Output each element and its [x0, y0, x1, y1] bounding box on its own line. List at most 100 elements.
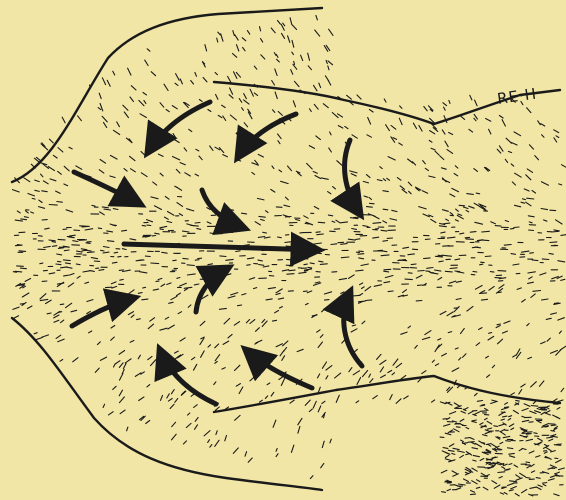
hair-stroke [561, 235, 566, 236]
hair-stroke [220, 256, 226, 257]
hair-stroke [287, 274, 294, 275]
hair-stroke [341, 244, 347, 245]
hair-stroke [358, 254, 364, 255]
hair-stroke [76, 264, 80, 265]
hair-stroke [58, 248, 64, 249]
hair-stroke [482, 231, 490, 232]
hair-stroke [137, 319, 141, 320]
hair-stroke [294, 61, 295, 64]
hair-stroke [550, 242, 557, 243]
hair-stroke [411, 264, 416, 265]
hair-stroke [482, 240, 489, 241]
hair-stroke [138, 293, 142, 294]
hair-stroke [310, 263, 314, 264]
hair-stroke [481, 443, 485, 444]
hair-stroke [195, 223, 200, 224]
hair-stroke [263, 232, 267, 233]
hair-stroke [552, 231, 559, 232]
hair-stroke [542, 259, 549, 260]
hair-stroke [273, 320, 277, 321]
hair-stroke [331, 244, 337, 245]
hair-stroke [305, 224, 309, 225]
hair-stroke [471, 494, 476, 495]
hair-stroke [424, 258, 431, 259]
hair-stroke [247, 265, 251, 266]
hair-stroke [86, 243, 90, 244]
hair-stroke [143, 287, 146, 288]
hair-stroke [317, 234, 324, 235]
hair-stroke [64, 250, 69, 251]
hair-stroke [443, 246, 450, 247]
hair-stroke [119, 270, 123, 271]
hair-stroke [304, 264, 307, 265]
hair-stroke [516, 400, 520, 401]
hair-stroke [38, 236, 42, 237]
hair-stroke [60, 304, 64, 305]
hair-stroke [289, 270, 295, 271]
hair-stroke [101, 250, 105, 251]
hair-stroke [442, 255, 447, 256]
hair-stroke [373, 230, 378, 231]
hair-stroke [328, 215, 332, 216]
hair-stroke [142, 225, 146, 226]
hair-stroke [470, 232, 476, 233]
hair-stroke [456, 427, 460, 428]
hair-stroke [510, 228, 514, 229]
hair-stroke [354, 217, 362, 218]
hair-stroke [236, 251, 240, 252]
hair-stroke [19, 251, 26, 252]
hair-stroke [92, 205, 95, 206]
hair-stroke [476, 193, 480, 194]
hair-stroke [489, 333, 492, 334]
hair-stroke [58, 239, 65, 240]
hair-stroke [20, 268, 26, 269]
hair-stroke [388, 291, 393, 292]
hair-stroke [465, 438, 470, 439]
hair-stroke [373, 223, 381, 224]
hair-stroke [531, 406, 538, 407]
hair-stroke [118, 256, 121, 257]
hair-stroke [495, 226, 501, 227]
hair-stroke [99, 270, 104, 271]
hair-stroke [52, 246, 56, 247]
hair-stroke [383, 241, 388, 242]
hair-stroke [485, 256, 491, 257]
hair-stroke [56, 264, 61, 265]
hair-stroke [114, 252, 118, 253]
hair-stroke [498, 271, 506, 272]
hair-stroke [480, 264, 483, 265]
hair-stroke [534, 433, 537, 434]
hair-stroke [526, 434, 531, 435]
hair-stroke [278, 237, 282, 238]
hair-stroke [468, 442, 474, 443]
hair-stroke [242, 213, 247, 214]
hair-stroke [524, 436, 528, 437]
hair-stroke [112, 225, 116, 226]
hair-stroke [514, 227, 519, 228]
hair-stroke [384, 271, 389, 272]
hair-stroke [107, 241, 113, 242]
hair-stroke [426, 271, 430, 272]
hair-stroke [177, 278, 180, 279]
hair-stroke [205, 276, 211, 277]
hair-stroke [536, 478, 540, 479]
hair-stroke [117, 313, 121, 314]
hair-stroke [63, 260, 70, 261]
hair-stroke [49, 205, 57, 206]
hair-stroke [551, 431, 555, 432]
hair-stroke [526, 462, 530, 463]
hair-stroke [353, 295, 361, 296]
hair-stroke [120, 279, 124, 280]
hair-stroke [450, 268, 457, 269]
hair-stroke [15, 271, 22, 272]
hair-stroke [183, 258, 188, 259]
hair-stroke [287, 259, 294, 260]
hair-stroke [58, 312, 62, 313]
hair-stroke [122, 249, 126, 250]
hair-stroke [195, 260, 199, 261]
hair-stroke [494, 426, 498, 427]
hair-stroke [384, 269, 391, 270]
hair-stroke [442, 492, 446, 493]
hair-stroke [356, 239, 360, 240]
hair-stroke [197, 229, 201, 230]
